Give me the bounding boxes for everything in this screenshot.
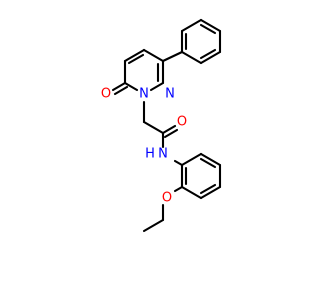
amide-hydrogen-label: H	[145, 147, 155, 162]
phenyl-ring	[161, 18, 222, 65]
bond-double	[163, 128, 179, 139]
bond	[161, 50, 184, 63]
ethoxyphenyl-ring	[180, 152, 222, 200]
pyridazinone-ring	[111, 48, 165, 96]
bond-double	[113, 85, 129, 96]
bond	[142, 218, 165, 233]
bond	[123, 81, 139, 92]
bond-double	[161, 124, 177, 135]
ring-nitrogen-2-label: N	[165, 87, 175, 102]
bond	[199, 18, 222, 33]
bond-inner	[127, 53, 145, 65]
bond	[149, 81, 165, 92]
bond-inner	[199, 23, 217, 35]
bond	[199, 185, 222, 200]
bond	[142, 120, 165, 135]
bond	[199, 50, 222, 65]
bond-double	[111, 81, 127, 92]
bond	[173, 159, 184, 167]
bond	[180, 152, 203, 167]
acetamide-linker	[142, 100, 184, 167]
molecule-structure-canvas: O N N O N H O	[101, 18, 222, 233]
bond	[199, 152, 222, 167]
bond	[142, 48, 165, 63]
bond	[180, 185, 203, 200]
ring-nitrogen-1-label: N	[139, 87, 149, 102]
bond	[180, 50, 203, 65]
bond	[180, 18, 203, 33]
ethoxy-group	[142, 185, 184, 233]
ether-oxygen-label: O	[162, 191, 172, 206]
amide-nitrogen-label: N	[158, 147, 168, 162]
bond	[123, 48, 146, 63]
bond-inner	[199, 183, 217, 195]
amide-oxygen-label: O	[177, 115, 187, 130]
bond	[173, 185, 184, 193]
bond-inner	[199, 157, 217, 169]
molecule-structure-drawing: O N N O N H O	[101, 18, 222, 233]
bond-inner	[199, 48, 217, 60]
ketone-oxygen-label: O	[101, 87, 111, 102]
